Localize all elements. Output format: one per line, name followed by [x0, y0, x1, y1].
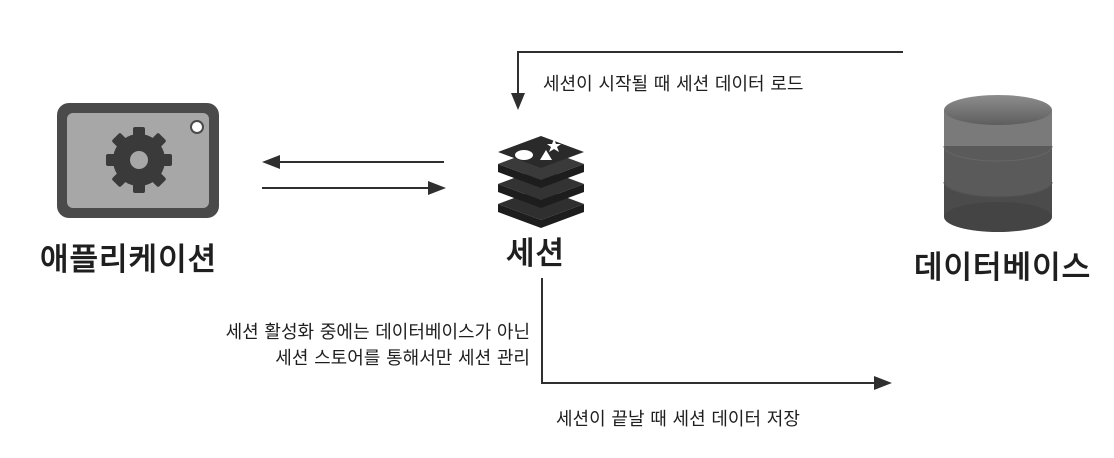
database-icon [943, 95, 1053, 232]
session-label: 세션 [506, 236, 566, 272]
note-line-2: 세션 스토어를 통해서만 세션 관리 [275, 348, 530, 369]
save-arrow [541, 278, 892, 390]
gear-icon [106, 127, 172, 193]
app-session-arrows [262, 155, 446, 195]
note-line-1: 세션 활성화 중에는 데이터베이스가 아닌 [225, 322, 530, 343]
database-label: 데이터베이스 [914, 250, 1092, 286]
load-edge-label: 세션이 시작될 때 세션 데이터 로드 [543, 74, 804, 95]
application-label: 애플리케이션 [40, 242, 218, 278]
session-store-icon [498, 136, 584, 228]
application-icon [57, 103, 219, 218]
save-edge-label: 세션이 끝날 때 세션 데이터 저장 [556, 409, 800, 430]
load-arrow [511, 51, 903, 110]
